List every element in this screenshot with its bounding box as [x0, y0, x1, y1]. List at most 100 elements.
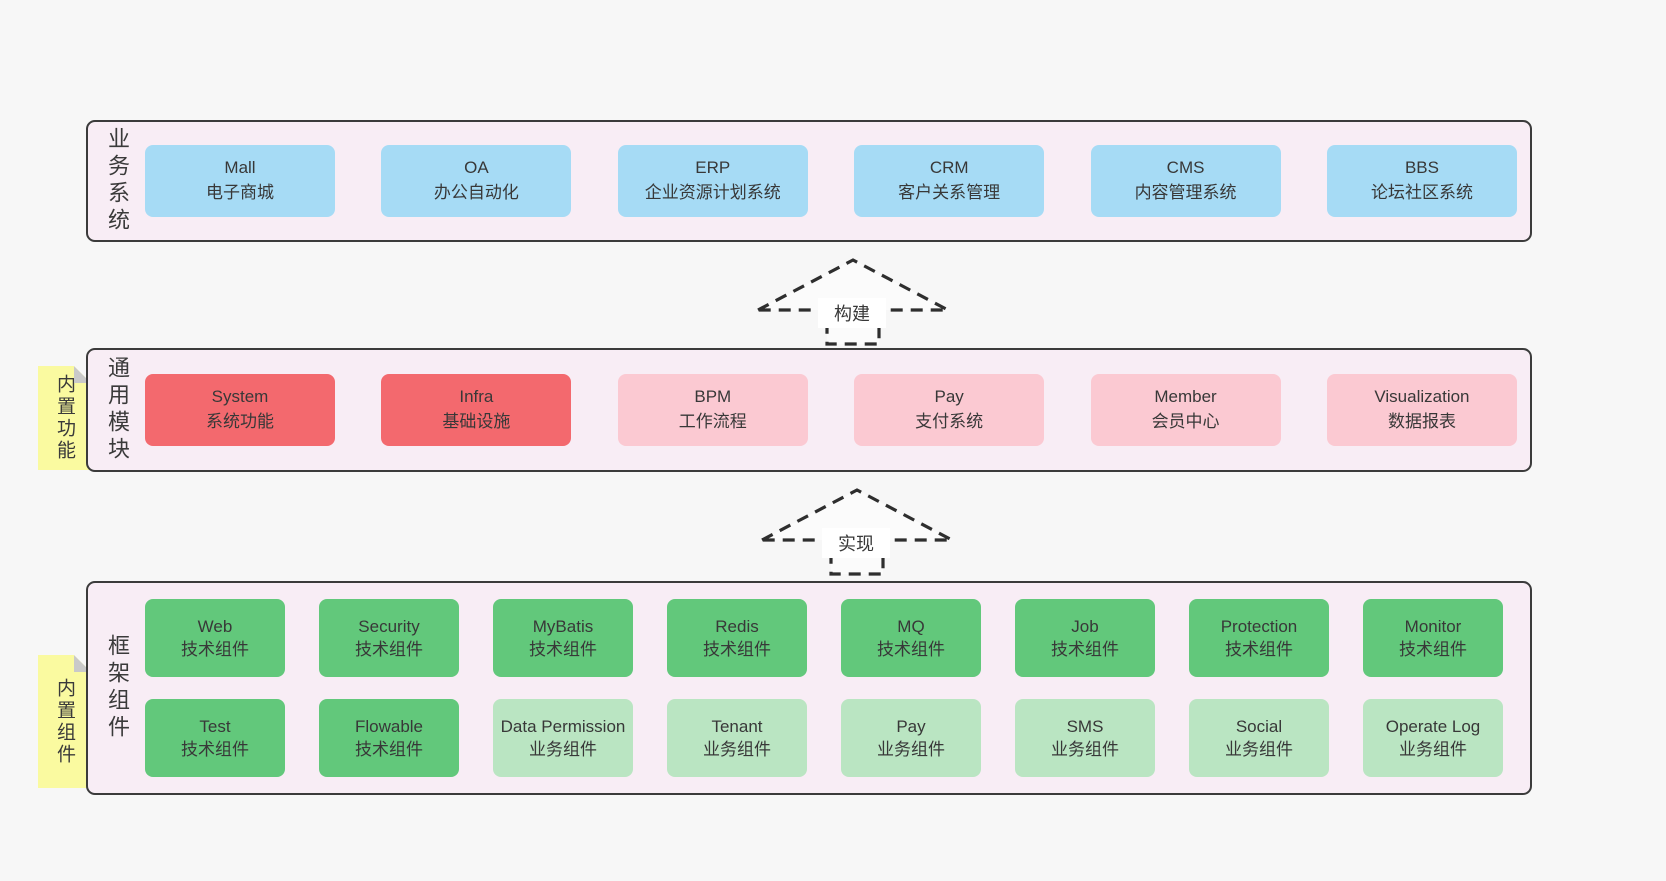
box-subtitle: 技术组件: [529, 640, 597, 659]
box-sms: SMS 业务组件: [1015, 699, 1155, 777]
box-subtitle: 客户关系管理: [898, 183, 1001, 202]
box-bbs: BBS 论坛社区系统: [1326, 145, 1517, 217]
box-subtitle: 业务组件: [1051, 740, 1119, 759]
box-title: CMS: [1166, 158, 1205, 178]
box-row: Mall 电子商城 OA 办公自动化 ERP 企业资源计划系统 CRM 客户关系管理 CMS 内容…: [145, 145, 1517, 217]
box-subtitle: 业务组件: [877, 740, 945, 759]
box-subtitle: 支付系统: [915, 412, 984, 431]
layer-label-business: 业务系统: [105, 127, 130, 235]
box-subtitle: 技术组件: [1225, 640, 1293, 659]
box-visualization: Visualization 数据报表: [1326, 374, 1517, 446]
box-title: Mall: [224, 158, 256, 178]
build-arrow-icon: 构建: [757, 258, 949, 346]
box-title: OA: [464, 158, 489, 178]
box-title: Security: [358, 616, 420, 636]
box-data-permission: Data Permission 业务组件: [493, 699, 633, 777]
box-title: Monitor: [1404, 616, 1462, 636]
box-subtitle: 办公自动化: [433, 183, 519, 202]
box-subtitle: 基础设施: [442, 412, 511, 431]
implement-arrow-icon: 实现: [761, 488, 953, 576]
box-subtitle: 技术组件: [1399, 640, 1467, 659]
sticky-note-built-in-components: 内置组件: [38, 655, 91, 788]
box-title: CRM: [929, 158, 969, 178]
box-title: Protection: [1220, 616, 1298, 636]
sticky-note-label: 内置组件: [54, 677, 75, 766]
box-subtitle: 业务组件: [1225, 740, 1293, 759]
sticky-note-built-in-features: 内置功能: [38, 366, 91, 470]
arrow-label: 构建: [834, 304, 870, 324]
box-title: Pay: [934, 387, 964, 407]
box-title: SMS: [1066, 716, 1104, 736]
box-cms: CMS 内容管理系统: [1090, 145, 1281, 217]
box-subtitle: 技术组件: [355, 640, 423, 659]
box-title: MyBatis: [532, 616, 594, 636]
box-subtitle: 技术组件: [181, 740, 249, 759]
layer-label-modules: 通用模块: [105, 356, 130, 464]
box-subtitle: 业务组件: [529, 740, 597, 759]
box-crm: CRM 客户关系管理: [854, 145, 1045, 217]
box-mall: Mall 电子商城: [145, 145, 335, 217]
box-subtitle: 技术组件: [703, 640, 771, 659]
box-pay: Pay 业务组件: [841, 699, 981, 777]
box-subtitle: 技术组件: [355, 740, 423, 759]
box-subtitle: 内容管理系统: [1134, 183, 1237, 202]
box-subtitle: 系统功能: [206, 412, 274, 431]
box-title: Web: [197, 616, 233, 636]
box-subtitle: 技术组件: [181, 640, 249, 659]
box-system: System 系统功能: [145, 374, 335, 446]
box-erp: ERP 企业资源计划系统: [617, 145, 808, 217]
box-title: Visualization: [1374, 387, 1470, 407]
box-title: Test: [199, 716, 231, 736]
arrow-label: 实现: [838, 534, 874, 554]
box-pay: Pay 支付系统: [854, 374, 1045, 446]
box-title: BPM: [694, 387, 732, 407]
box-title: Social: [1235, 716, 1283, 736]
arrow-label-bg: [818, 298, 886, 328]
box-subtitle: 业务组件: [703, 740, 771, 759]
box-web: Web 技术组件: [145, 599, 285, 677]
box-test: Test 技术组件: [145, 699, 285, 777]
box-tenant: Tenant 业务组件: [667, 699, 807, 777]
layer-body: Mall 电子商城 OA 办公自动化 ERP 企业资源计划系统 CRM 客户关系管理 CMS 内容…: [145, 122, 1517, 240]
box-oa: OA 办公自动化: [381, 145, 572, 217]
box-subtitle: 数据报表: [1387, 412, 1456, 431]
box-bpm: BPM 工作流程: [617, 374, 808, 446]
box-title: Pay: [896, 716, 926, 736]
box-subtitle: 企业资源计划系统: [644, 183, 781, 202]
box-subtitle: 电子商城: [206, 183, 274, 202]
layer-label-components: 框架组件: [105, 634, 130, 742]
box-social: Social 业务组件: [1189, 699, 1329, 777]
box-subtitle: 技术组件: [1051, 640, 1119, 659]
box-subtitle: 工作流程: [678, 412, 747, 431]
box-title: Flowable: [354, 716, 424, 736]
box-title: Operate Log: [1385, 716, 1481, 736]
box-flowable: Flowable 技术组件: [319, 699, 459, 777]
box-title: Tenant: [711, 716, 763, 736]
arrow-label-bg: [822, 528, 890, 558]
layer-business-systems: 业务系统 Mall 电子商城 OA 办公自动化 ERP 企业资源计划系统 CRM 客户关系管理…: [86, 120, 1532, 242]
sticky-note-label: 内置功能: [54, 374, 75, 462]
box-title: BBS: [1404, 158, 1439, 178]
box-operate-log: Operate Log 业务组件: [1363, 699, 1503, 777]
box-title: System: [211, 387, 269, 407]
box-title: Member: [1154, 387, 1217, 407]
box-protection: Protection 技术组件: [1189, 599, 1329, 677]
box-subtitle: 业务组件: [1399, 740, 1467, 759]
box-title: Data Permission: [500, 716, 626, 736]
box-mybatis: MyBatis 技术组件: [493, 599, 633, 677]
box-subtitle: 论坛社区系统: [1370, 183, 1473, 202]
box-title: ERP: [695, 158, 731, 178]
box-subtitle: 技术组件: [877, 640, 945, 659]
